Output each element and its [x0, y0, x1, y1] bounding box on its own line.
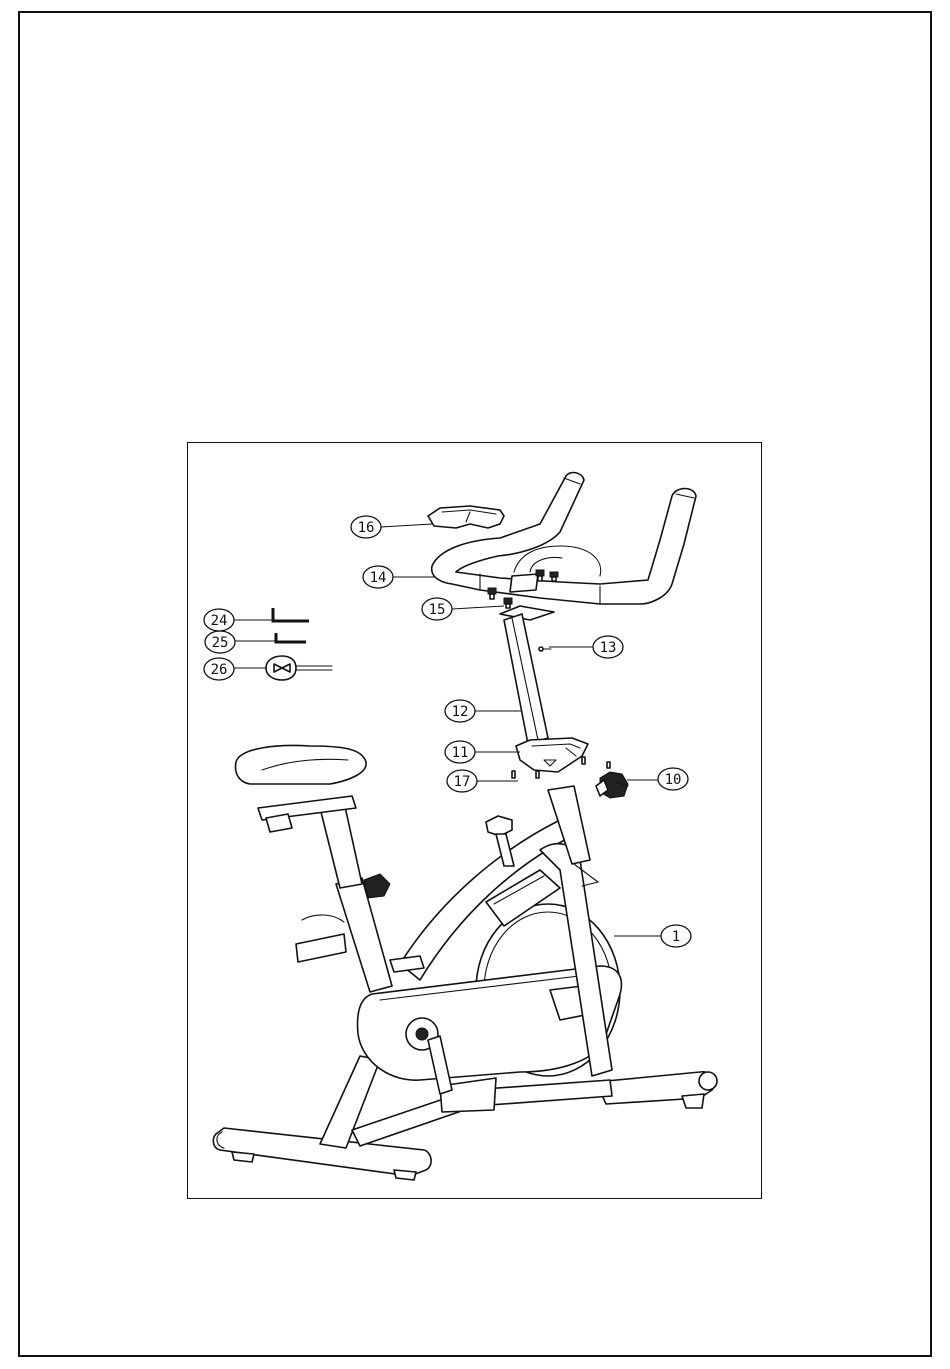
callout-10-label: 10: [665, 772, 682, 788]
callout-14-label: 14: [370, 570, 387, 586]
callout-24-label: 24: [211, 613, 228, 629]
handlebar-post-part: [500, 606, 554, 744]
callout-12-label: 12: [452, 704, 469, 720]
allen-key-25: [276, 633, 306, 642]
handlebar-part: [432, 473, 696, 604]
callout-25: 25: [205, 631, 235, 653]
allen-key-24: [273, 608, 309, 621]
callout-24: 24: [204, 609, 234, 631]
callout-15: 15: [422, 598, 452, 620]
callout-12: 12: [445, 700, 475, 722]
callout-17-label: 17: [454, 774, 471, 790]
callout-25-label: 25: [212, 635, 229, 651]
callout-26-label: 26: [211, 662, 228, 678]
pop-pin-part: [539, 647, 551, 651]
callout-11: 11: [445, 741, 475, 763]
callout-1-label: 1: [672, 929, 680, 945]
bike-frame-part: [213, 746, 717, 1180]
console-pad-part: [428, 506, 504, 528]
callout-11-label: 11: [452, 745, 469, 761]
callout-15-label: 15: [429, 602, 446, 618]
callout-13-label: 13: [600, 640, 617, 656]
callout-16-label: 16: [358, 520, 375, 536]
callout-16: 16: [351, 516, 381, 538]
callout-26: 26: [204, 658, 234, 680]
wrench-26: [266, 656, 332, 680]
callout-17: 17: [447, 770, 477, 792]
callout-14: 14: [363, 566, 393, 588]
callout-1: 1: [661, 925, 691, 947]
adjustment-knob-part: [596, 772, 628, 798]
boot-cover-part: [516, 738, 588, 772]
callout-13: 13: [593, 636, 623, 658]
callout-10: 10: [658, 768, 688, 790]
